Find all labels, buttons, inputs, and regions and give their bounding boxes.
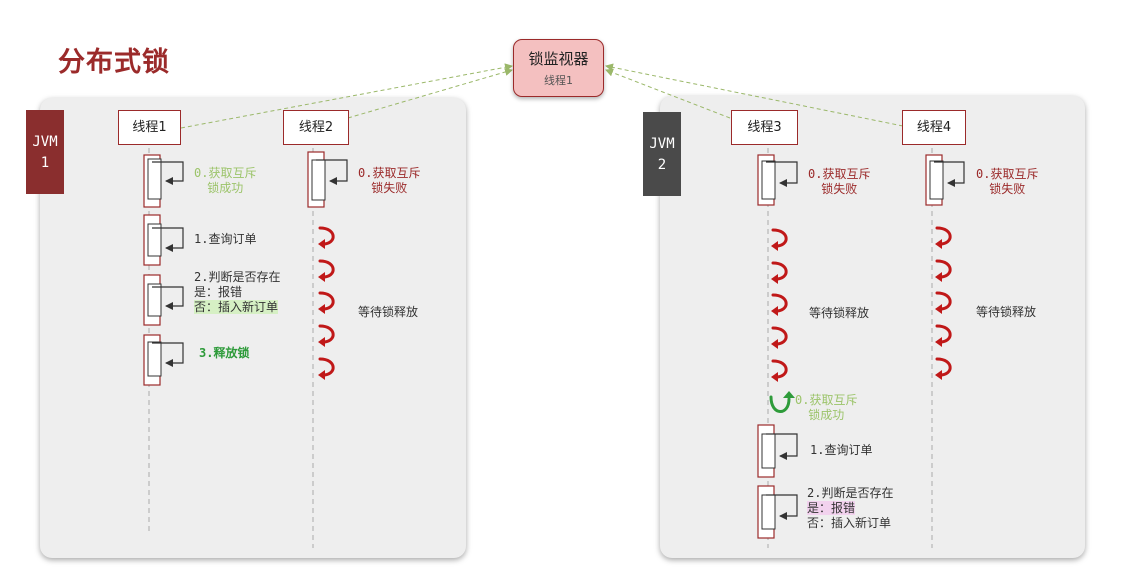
activation-t3-acquire [757, 154, 798, 206]
jvm2-label: JVM 2 [643, 112, 681, 196]
t3-query-label: 1.查询订单 [810, 443, 873, 457]
lock-monitor-owner: 线程1 [544, 74, 573, 87]
jvm1-label-line2: 1 [40, 155, 50, 171]
activation-t3-check [757, 485, 798, 539]
thread1-box: 线程1 [118, 110, 181, 145]
t3-acquire-line2: 锁失败 [821, 182, 858, 196]
jvm1-panel [40, 98, 466, 558]
jvm1-label-line1: JVM [32, 134, 58, 150]
t3-acquire-ok-label: 0.获取互斥 锁成功 [795, 393, 857, 423]
t2-acquire-line1: 0.获取互斥 [358, 166, 421, 180]
activation-t1-query [143, 214, 184, 266]
t3-acquire-label: 0.获取互斥 锁失败 [808, 167, 870, 197]
wait-arrow-t4-2 [935, 291, 952, 314]
thread4-box: 线程4 [902, 110, 966, 145]
t1-acquire-line2: 锁成功 [207, 181, 244, 195]
wait-arrow-t4-4 [935, 357, 952, 380]
wait-arrow-t2-0 [318, 226, 335, 249]
t4-acquire-line1: 0.获取互斥 [976, 167, 1039, 181]
t3-acquire-line1: 0.获取互斥 [808, 167, 871, 181]
t3-check-line1: 2.判断是否存在 [807, 486, 894, 500]
lock-monitor-title: 锁监视器 [528, 50, 589, 68]
connector-t4-monitor [605, 63, 904, 127]
thread2-box: 线程2 [283, 110, 349, 145]
page-title: 分布式锁 [58, 47, 170, 78]
wait-arrow-t2-2 [318, 291, 335, 314]
activation-t1-release [143, 334, 184, 386]
t3-check-line2: 是：报错 [807, 501, 856, 515]
connector-t3-monitor [605, 68, 731, 119]
wait-arrow-t2-3 [318, 324, 335, 347]
t2-acquire-line2: 锁失败 [371, 181, 408, 195]
lock-monitor-box: 锁监视器 线程1 [513, 39, 604, 97]
wait-arrow-t3-0 [771, 228, 788, 251]
activation-t1-check [143, 274, 184, 326]
wait-arrow-t2-4 [318, 357, 335, 380]
t2-wait-label: 等待锁释放 [358, 305, 419, 319]
t3-acquire-ok-line2: 锁成功 [808, 408, 845, 422]
activation-t2-acquire [307, 151, 348, 208]
t1-check-line3: 否：插入新订单 [194, 300, 279, 314]
t1-acquire-line1: 0.获取互斥 [194, 166, 257, 180]
t1-release-label: 3.释放锁 [199, 346, 250, 360]
t3-wait-label: 等待锁释放 [809, 306, 870, 320]
jvm1-label: JVM 1 [26, 110, 64, 194]
t3-check-label: 2.判断是否存在 是：报错 否：插入新订单 [807, 486, 893, 531]
connector-t1-monitor [180, 63, 513, 129]
acquire-ok-arrow-t3 [769, 391, 795, 413]
wait-arrow-t4-1 [935, 259, 952, 282]
activation-t1-acquire [143, 154, 184, 208]
connector-t2-monitor [347, 68, 513, 119]
jvm2-label-line2: 2 [657, 157, 667, 173]
t1-query-label: 1.查询订单 [194, 232, 257, 246]
activation-t3-query [757, 424, 798, 478]
t1-acquire-label: 0.获取互斥 锁成功 [194, 166, 256, 196]
wait-arrow-t3-2 [771, 293, 788, 316]
wait-arrow-t3-4 [771, 359, 788, 382]
t2-acquire-label: 0.获取互斥 锁失败 [358, 166, 420, 196]
wait-arrow-t2-1 [318, 259, 335, 282]
t3-check-line3: 否：插入新订单 [807, 516, 892, 530]
wait-arrow-t4-3 [935, 324, 952, 347]
wait-arrow-t3-1 [771, 261, 788, 284]
t4-acquire-line2: 锁失败 [989, 182, 1026, 196]
jvm2-panel [660, 96, 1085, 558]
wait-arrow-t3-3 [771, 326, 788, 349]
jvm2-label-line1: JVM [649, 136, 675, 152]
t1-check-label: 2.判断是否存在 是：报错 否：插入新订单 [194, 270, 280, 315]
t3-acquire-ok-line1: 0.获取互斥 [795, 393, 858, 407]
activation-t4-acquire [925, 154, 965, 206]
t4-wait-label: 等待锁释放 [976, 305, 1037, 319]
wait-arrow-t4-0 [935, 226, 952, 249]
thread3-box: 线程3 [731, 110, 798, 145]
t1-check-line2: 是：报错 [194, 285, 243, 299]
t4-acquire-label: 0.获取互斥 锁失败 [976, 167, 1038, 197]
t1-check-line1: 2.判断是否存在 [194, 270, 281, 284]
